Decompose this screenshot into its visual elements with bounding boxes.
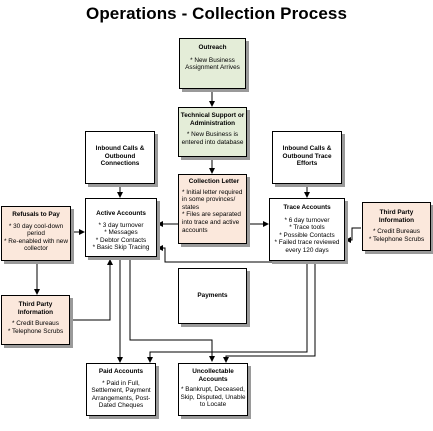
inbound-outbound-box: Inbound Calls & Outbound Connections: [85, 131, 155, 184]
paid-accounts-box: Paid Accounts * Paid in Full, Settlement…: [86, 363, 156, 416]
third-party-right-box: Third Party Information * Credit Bureaus…: [362, 202, 431, 251]
arrow-trace-to-active: [157, 245, 300, 263]
active-accounts-line: * Debtor Contacts: [95, 236, 147, 244]
uncollectable-line: * Bankrupt, Deceased,: [181, 386, 245, 394]
third-party-right-line: * Telephone Scrubs: [368, 235, 425, 243]
third-party-left-heading: Third Party Information: [17, 301, 54, 316]
third-party-right-line: * Credit Bureaus: [373, 228, 420, 236]
collection-letter-line: states: [182, 203, 200, 211]
tech-support-line: * New Business is: [186, 131, 239, 139]
outreach-line: * New Business: [190, 56, 235, 64]
third-party-left-line: * Telephone Scrubs: [7, 327, 64, 335]
arrow-thirdparty-to-trace: [345, 227, 361, 243]
inbound-trace-box: Inbound Calls & Outbound Trace Efforts: [272, 131, 342, 184]
active-accounts-line: * Basic Skip Tracing: [92, 244, 150, 252]
uncollectable-heading: Uncollectable Accounts: [192, 368, 234, 383]
collection-letter-line: accounts: [182, 226, 208, 234]
outreach-heading: Outreach: [198, 44, 227, 51]
active-accounts-heading: Active Accounts: [96, 210, 146, 217]
outreach-box: Outreach * New Business Assignment Arriv…: [179, 38, 246, 89]
inbound-outbound-heading: Inbound Calls & Outbound Connections: [95, 145, 145, 168]
collection-letter-heading: Collection Letter: [188, 178, 240, 185]
active-accounts-line: * Messages: [104, 229, 138, 237]
trace-accounts-line: every 120 days: [285, 246, 329, 254]
refusals-line: collector: [24, 245, 48, 253]
active-accounts-line: * 3 day turnover: [98, 221, 144, 229]
third-party-left-line: * Credit Bureaus: [12, 320, 59, 328]
refusals-box: Refusals to Pay * 30 day cool-down perio…: [1, 206, 71, 261]
paid-accounts-line: Settlement, Payment: [91, 387, 151, 395]
paid-accounts-line: Arrangements, Post-: [91, 394, 151, 402]
collection-letter-box: Collection Letter * Initial letter requi…: [178, 174, 247, 244]
arrow-active-to-uncollectable: [129, 258, 215, 362]
arrow-trace-to-uncollectable: [223, 262, 316, 363]
trace-accounts-line: * 6 day turnover: [284, 216, 330, 224]
trace-accounts-box: Trace Accounts * 6 day turnover * Trace …: [269, 198, 345, 261]
uncollectable-line: to Locate: [199, 401, 227, 409]
collection-letter-line: in some provinces/: [182, 196, 236, 204]
outreach-line: Assignment Arrives: [185, 64, 240, 72]
refusals-line: * 30 day cool-down: [8, 222, 64, 230]
trace-accounts-line: * Possible Contacts: [279, 231, 335, 239]
active-accounts-box: Active Accounts * 3 day turnover * Messa…: [85, 198, 157, 257]
paid-accounts-line: Dated Cheques: [98, 402, 144, 410]
arrow-trace-to-paid: [147, 262, 308, 363]
paid-accounts-heading: Paid Accounts: [98, 368, 144, 375]
refusals-heading: Refusals to Pay: [12, 211, 60, 218]
refusals-line: * Re-enabled with new: [4, 237, 68, 245]
trace-accounts-heading: Trace Accounts: [283, 204, 331, 211]
third-party-right-heading: Third Party Information: [378, 209, 415, 224]
inbound-trace-heading: Inbound Calls & Outbound Trace Efforts: [282, 145, 332, 168]
tech-support-box: Technical Support or Administration * Ne…: [178, 107, 247, 157]
third-party-left-box: Third Party Information * Credit Bureaus…: [1, 295, 70, 345]
tech-support-heading: Technical Support or Administration: [180, 112, 245, 127]
payments-heading: Payments: [197, 292, 228, 299]
refusals-line: period: [27, 230, 45, 238]
collection-letter-line: * Files are separated: [182, 211, 241, 219]
collection-letter-line: * Initial letter required: [182, 188, 243, 196]
uncollectable-line: Skip, Disputed, Unable: [180, 393, 246, 401]
uncollectable-box: Uncollectable Accounts * Bankrupt, Decea…: [178, 363, 248, 416]
page-title: Operations - Collection Process: [86, 4, 347, 23]
payments-box: Payments: [178, 268, 247, 324]
collection-letter-line: into trace and active: [182, 218, 240, 226]
trace-accounts-line: * Failed trace reviewed: [274, 239, 340, 247]
tech-support-line: entered into database: [181, 138, 244, 146]
arrow-thirdparty-to-active: [72, 259, 113, 321]
trace-accounts-line: * Trace tools: [289, 224, 325, 232]
paid-accounts-line: * Paid in Full,: [102, 379, 140, 387]
